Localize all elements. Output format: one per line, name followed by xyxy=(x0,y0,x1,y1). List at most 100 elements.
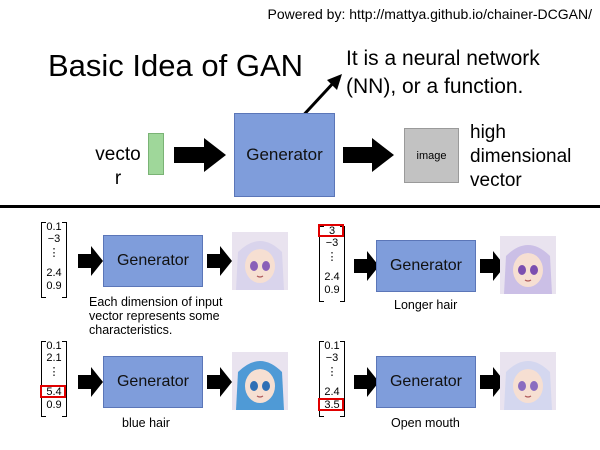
caption-line: Open mouth xyxy=(391,416,460,430)
example-3-output-arrow-shape xyxy=(207,367,232,397)
vector-right-bracket xyxy=(62,222,67,298)
generator-label: Generator xyxy=(389,257,463,274)
example-1-input-arrow-shape xyxy=(78,246,103,276)
vector-cell: 0.9 xyxy=(324,284,340,296)
example-2-output-arrow-shape xyxy=(480,251,505,281)
right-eye xyxy=(530,381,538,391)
right-eye xyxy=(530,265,538,275)
vector-cell: ⋮ xyxy=(48,247,60,259)
vector-cell: 3 xyxy=(328,225,336,237)
example-4-caption: Open mouth xyxy=(391,416,460,430)
vector-label-line2: r xyxy=(114,168,122,189)
overview-arrows xyxy=(174,74,394,172)
vector-cell: ⋮ xyxy=(48,366,60,378)
output-line1: high xyxy=(470,122,506,143)
example-1-input-arrow xyxy=(78,246,103,276)
vector-right-bracket xyxy=(340,341,345,417)
image-label: image xyxy=(416,149,447,162)
caption-line: Each dimension of input xyxy=(89,295,223,309)
vector-cell: 0.9 xyxy=(46,280,62,292)
caption-line: Longer hair xyxy=(394,298,458,312)
highlight-box xyxy=(40,385,66,398)
vector-cell: 0.9 xyxy=(46,399,62,411)
highlight-box xyxy=(318,224,344,237)
example-4-input-arrow-shape xyxy=(354,367,379,397)
output-arrow xyxy=(343,138,394,172)
example-2-input-arrow-shape xyxy=(354,251,379,281)
right-eye xyxy=(262,261,270,271)
highlight-box xyxy=(318,398,344,411)
example-3-generated-image xyxy=(232,352,288,410)
vector-cell: 3.5 xyxy=(324,399,340,411)
vector-cell: −3 xyxy=(47,233,61,245)
mouth-shape xyxy=(256,395,264,398)
example-1-output-arrow xyxy=(207,246,232,276)
nn-annotation: It is a neural network (NN), or a functi… xyxy=(346,45,540,101)
mouth-shape xyxy=(256,275,264,278)
example-3-input-arrow-shape xyxy=(78,367,103,397)
left-eye xyxy=(518,265,526,275)
image-box: image xyxy=(404,128,459,183)
vector-label: vecto r xyxy=(92,143,144,191)
example-1-output-arrow-shape xyxy=(207,246,232,276)
vector-left-bracket xyxy=(319,341,324,417)
vector-cell: −3 xyxy=(325,237,339,249)
face-skin xyxy=(513,253,543,287)
example-2-input-arrow xyxy=(354,251,379,281)
generator-label: Generator xyxy=(246,145,323,164)
vector-cell: 0.1 xyxy=(46,221,62,233)
vector-cell: 5.4 xyxy=(46,386,62,398)
example-4-generator-box: Generator xyxy=(376,356,476,408)
example-2-output-arrow xyxy=(480,251,505,281)
example-3-generator-box: Generator xyxy=(103,356,203,408)
input-arrow xyxy=(174,138,226,172)
example-4-generated-image xyxy=(500,352,556,410)
face-skin xyxy=(245,249,275,283)
vector-cell: ⋮ xyxy=(326,251,338,263)
vector-cell: 2.4 xyxy=(46,267,62,279)
vector-cell: −3 xyxy=(325,352,339,364)
example-3-input-arrow xyxy=(78,367,103,397)
bangs-shape xyxy=(512,247,544,262)
output-line3: vector xyxy=(470,170,522,191)
caption-line: characteristics. xyxy=(89,323,173,337)
mouth-shape xyxy=(524,279,532,282)
vector-cell: ⋮ xyxy=(326,366,338,378)
example-2-generator-box: Generator xyxy=(376,240,476,292)
vector-cell: 2.1 xyxy=(46,352,62,364)
vector-left-bracket xyxy=(319,226,324,302)
mouth-shape xyxy=(524,395,532,398)
example-1-generator-box: Generator xyxy=(103,235,203,287)
vector-left-bracket xyxy=(41,222,46,298)
output-line2: dimensional xyxy=(470,146,572,167)
vector-cell: 2.4 xyxy=(324,271,340,283)
example-1-generated-image xyxy=(232,232,288,290)
bangs-shape xyxy=(244,243,276,258)
vector-cell: 0.1 xyxy=(324,340,340,352)
example-3-output-arrow xyxy=(207,367,232,397)
caption-line: vector represents some xyxy=(89,309,220,323)
caption-line: blue hair xyxy=(122,416,170,430)
vector-cell: 2.4 xyxy=(324,386,340,398)
output-description: high dimensional vector xyxy=(470,121,590,193)
face-skin xyxy=(245,369,275,403)
generator-box: Generator xyxy=(234,113,335,197)
vector-cell: 0.1 xyxy=(46,340,62,352)
generator-label: Generator xyxy=(389,373,463,390)
powered-by-text: Powered by: http://mattya.github.io/chai… xyxy=(267,6,592,22)
nn-annotation-line2: (NN), or a function. xyxy=(346,75,524,98)
example-3-caption: blue hair xyxy=(122,416,170,430)
example-4-input-arrow xyxy=(354,367,379,397)
vector-left-bracket xyxy=(41,341,46,417)
generator-label: Generator xyxy=(116,373,190,390)
nn-annotation-line1: It is a neural network xyxy=(346,47,540,70)
left-eye xyxy=(518,381,526,391)
example-4-output-arrow-shape xyxy=(480,367,505,397)
left-eye xyxy=(250,261,258,271)
